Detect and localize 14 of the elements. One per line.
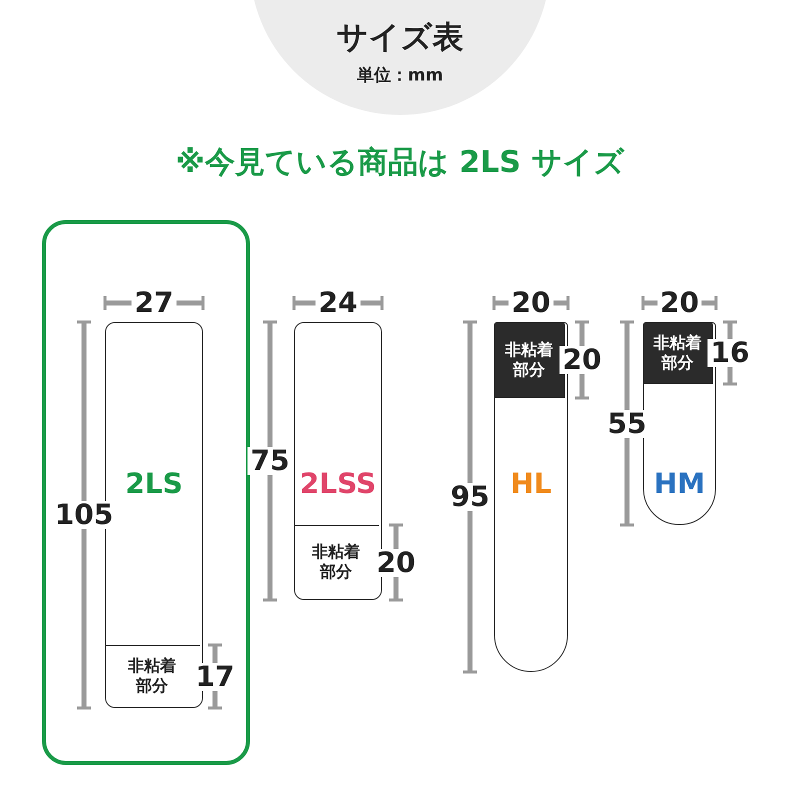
notice-text: ※今見ている商品は 2LS サイズ: [176, 148, 624, 178]
unit-note: 単位：mm: [356, 68, 444, 84]
non-adhesive-area: [642, 322, 712, 384]
non-adhesive-area: [494, 322, 564, 398]
area-label: 非粘着部分: [311, 542, 361, 582]
area-label: 非粘着部分: [127, 656, 177, 696]
size-name: HM: [654, 470, 706, 498]
area-label: 非粘着部分: [652, 332, 702, 372]
area-label: 非粘着部分: [504, 340, 554, 380]
size-name: HL: [510, 470, 552, 498]
title: サイズ表: [336, 22, 464, 54]
size-name: 2LS: [125, 470, 183, 498]
size-name: 2LSS: [300, 470, 376, 498]
highlight-frame: [42, 220, 250, 765]
